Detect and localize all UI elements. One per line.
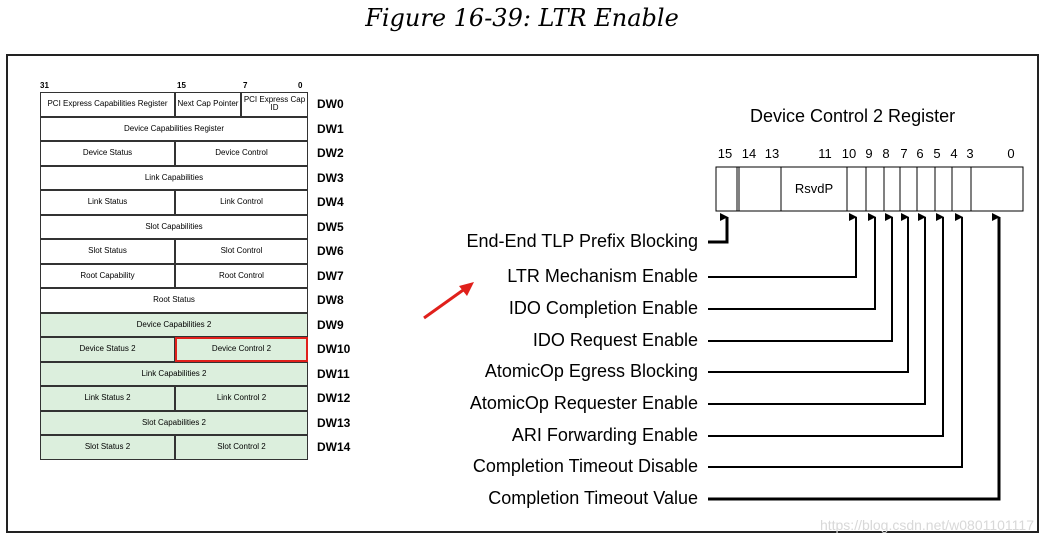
reg-bit-number-11: 11 <box>818 146 832 161</box>
field-label-2: IDO Completion Enable <box>508 298 698 318</box>
dw-label-dw5: DW5 <box>317 219 344 234</box>
reg-bit-number-6: 6 <box>916 146 924 161</box>
reg-bit-number-9: 9 <box>865 146 873 161</box>
cap-field-dw4-0: Link Status <box>40 190 175 215</box>
field-label-3: IDO Request Enable <box>532 330 698 350</box>
cap-field-dw6-1: Slot Control <box>175 239 308 264</box>
dw-label-dw13: DW13 <box>317 415 351 430</box>
field-label-5: AtomicOp Requester Enable <box>469 393 698 413</box>
reg-bit-number-13: 13 <box>764 146 780 161</box>
leader-line-4 <box>708 213 909 373</box>
cap-field-dw12-1: Link Control 2 <box>175 386 308 411</box>
cap-field-dw10-0: Device Status 2 <box>40 337 175 362</box>
field-label-1: LTR Mechanism Enable <box>507 266 698 286</box>
leader-line-0 <box>708 213 729 244</box>
leader-line-3 <box>708 213 893 342</box>
reg-bit-number-3: 3 <box>966 146 974 161</box>
cap-field-dw5-0: Slot Capabilities <box>40 214 308 239</box>
cap-field-dw7-1: Root Control <box>175 263 308 288</box>
figure-title: Figure 16-39: LTR Enable <box>365 4 679 32</box>
dw-label-dw1: DW1 <box>317 121 344 136</box>
reg-bit-number-14: 14 <box>741 146 757 161</box>
dw-label-dw11: DW11 <box>317 366 350 381</box>
cap-field-dw0-0: PCI Express Capabilities Register <box>40 92 175 117</box>
cap-field-dw12-0: Link Status 2 <box>40 386 175 411</box>
dw-label-dw4: DW4 <box>317 195 344 209</box>
dw-label-dw8: DW8 <box>317 293 344 307</box>
reg-bit-number-5: 5 <box>933 146 941 161</box>
leader-line-8 <box>708 213 1001 501</box>
dw-label-dw9: DW9 <box>317 317 344 332</box>
cap-field-dw14-1: Slot Control 2 <box>175 435 308 460</box>
reg-bit-number-0: 0 <box>1007 146 1015 161</box>
cap-field-dw2-0: Device Status <box>40 141 175 166</box>
dw-label-dw14: DW14 <box>317 440 351 454</box>
cap-field-dw9-0: Device Capabilities 2 <box>40 312 308 337</box>
figure-frame <box>6 54 1039 533</box>
cap-field-dw6-0: Slot Status <box>40 239 175 264</box>
cap-field-dw7-0: Root Capability <box>40 263 175 288</box>
register-title: Device Control 2 Register <box>750 106 956 126</box>
leader-line-1 <box>708 213 857 278</box>
field-label-8: Completion Timeout Value <box>488 488 698 508</box>
field-label-4: AtomicOp Egress Blocking <box>484 361 698 381</box>
leader-line-6 <box>708 213 944 437</box>
cap-field-dw13-0: Slot Capabilities 2 <box>40 410 308 435</box>
bit-label-31: 31 <box>40 81 49 90</box>
dw-label-dw6: DW6 <box>317 244 344 258</box>
reg-bit-number-4: 4 <box>950 146 958 161</box>
dw-label-dw0: DW0 <box>317 97 344 111</box>
cap-field-dw0-2: PCI Express Cap ID <box>241 92 308 117</box>
field-label-6: ARI Forwarding Enable <box>511 425 698 445</box>
pointer-arrow <box>423 282 474 320</box>
register-box <box>715 166 1024 212</box>
cap-field-dw10-1: Device Control 2 <box>175 337 308 362</box>
reg-bit-number-10: 10 <box>841 146 857 161</box>
cap-field-dw0-1: Next Cap Pointer <box>175 92 241 117</box>
field-label-7: Completion Timeout Disable <box>472 456 698 476</box>
leader-line-5 <box>708 213 926 405</box>
dw-label-dw3: DW3 <box>317 170 344 185</box>
reg-bit-number-15: 15 <box>717 146 733 161</box>
cap-field-dw2-1: Device Control <box>175 141 308 166</box>
cap-field-dw4-1: Link Control <box>175 190 308 215</box>
reg-bit-number-7: 7 <box>900 146 908 161</box>
cap-field-dw11-0: Link Capabilities 2 <box>40 361 308 386</box>
reg-bit-number-8: 8 <box>882 146 890 161</box>
cap-field-dw1-0: Device Capabilities Register <box>40 116 308 141</box>
field-label-0: End-End TLP Prefix Blocking <box>466 231 698 251</box>
dw-label-dw7: DW7 <box>317 268 344 283</box>
dw-label-dw10: DW10 <box>317 342 351 356</box>
dw-label-dw12: DW12 <box>317 391 351 405</box>
cap-field-dw8-0: Root Status <box>40 288 308 313</box>
dw-label-dw2: DW2 <box>317 146 344 160</box>
leader-line-7 <box>708 213 963 468</box>
bit-label-7: 7 <box>243 81 248 90</box>
bit-label-15: 15 <box>177 81 186 90</box>
watermark: https://blog.csdn.net/w0801101117 <box>819 517 1034 533</box>
bit-label-0: 0 <box>298 81 303 90</box>
cap-field-dw3-0: Link Capabilities <box>40 165 308 190</box>
field-leader-lines <box>708 213 1001 501</box>
leader-line-2 <box>708 213 876 310</box>
reserved-field-label: RsvdP <box>795 181 833 196</box>
cap-field-dw14-0: Slot Status 2 <box>40 435 175 460</box>
